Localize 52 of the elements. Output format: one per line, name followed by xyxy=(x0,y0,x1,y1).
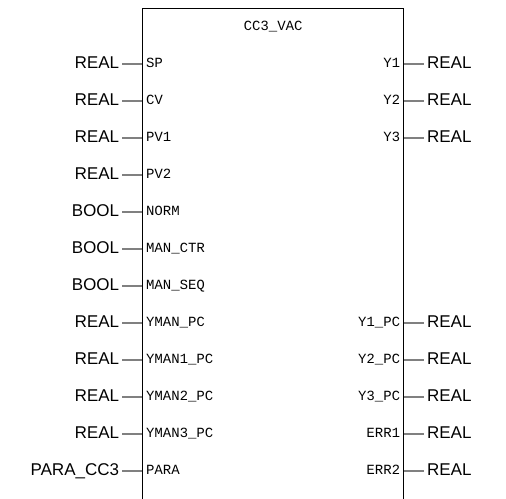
connector-line xyxy=(404,322,424,324)
input-pin-label: SP xyxy=(143,55,163,73)
input-pin-label: NORM xyxy=(143,203,180,221)
input-type-label: REAL xyxy=(74,349,119,369)
connector-line xyxy=(122,322,142,324)
input-pin-label: YMAN_PC xyxy=(143,314,205,332)
output-pin-label: ERR2 xyxy=(366,462,403,480)
output-pin-label: ERR1 xyxy=(366,425,403,443)
input-type-label: REAL xyxy=(74,90,119,110)
input-type-label: PARA_CC3 xyxy=(30,460,119,480)
input-type-label: REAL xyxy=(74,386,119,406)
input-type-label: BOOL xyxy=(72,275,119,295)
input-pin-label: PV1 xyxy=(143,129,172,147)
output-type-label: REAL xyxy=(427,127,472,147)
input-pin-label: MAN_SEQ xyxy=(143,277,205,295)
input-type-label: REAL xyxy=(74,164,119,184)
output-pin-label: Y3 xyxy=(383,129,403,147)
output-type-label: REAL xyxy=(427,349,472,369)
output-type-label: REAL xyxy=(427,312,472,332)
output-type-label: REAL xyxy=(427,90,472,110)
connector-line xyxy=(122,248,142,250)
input-type-label: BOOL xyxy=(72,201,119,221)
input-type-label: REAL xyxy=(74,423,119,443)
connector-line xyxy=(122,470,142,472)
input-pin-label: YMAN1_PC xyxy=(143,351,214,369)
output-pin-label: Y1_PC xyxy=(358,314,403,332)
connector-line xyxy=(404,470,424,472)
block-title: CC3_VAC xyxy=(242,18,304,36)
connector-line xyxy=(122,174,142,176)
input-type-label: REAL xyxy=(74,312,119,332)
output-type-label: REAL xyxy=(427,53,472,73)
input-type-label: REAL xyxy=(74,127,119,147)
connector-line xyxy=(122,100,142,102)
input-pin-label: PV2 xyxy=(143,166,172,184)
connector-line xyxy=(404,396,424,398)
input-pin-label: CV xyxy=(143,92,163,110)
input-type-label: BOOL xyxy=(72,238,119,258)
output-type-label: REAL xyxy=(427,460,472,480)
input-pin-label: YMAN2_PC xyxy=(143,388,214,406)
input-pin-label: PARA xyxy=(143,462,180,480)
function-block xyxy=(142,8,404,499)
output-pin-label: Y2_PC xyxy=(358,351,403,369)
output-type-label: REAL xyxy=(427,386,472,406)
output-pin-label: Y1 xyxy=(383,55,403,73)
output-pin-label: Y3_PC xyxy=(358,388,403,406)
output-pin-label: Y2 xyxy=(383,92,403,110)
connector-line xyxy=(404,100,424,102)
input-pin-label: YMAN3_PC xyxy=(143,425,214,443)
input-type-label: REAL xyxy=(74,53,119,73)
output-type-label: REAL xyxy=(427,423,472,443)
input-pin-label: MAN_CTR xyxy=(143,240,205,258)
connector-line xyxy=(122,396,142,398)
